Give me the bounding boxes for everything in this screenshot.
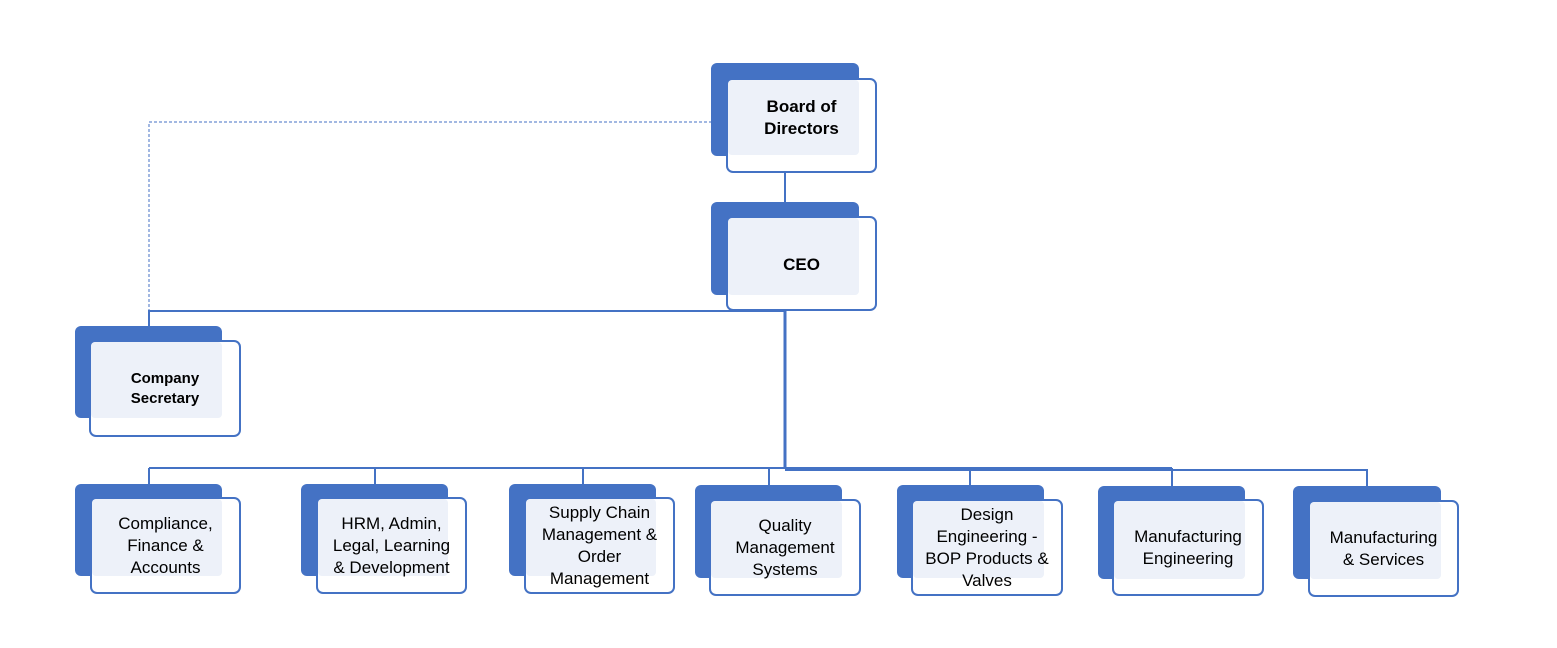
connector-bus-extension [785, 469, 1368, 486]
connector-ceo-secretary [148, 310, 785, 326]
board-of-directors-label: Board of Directors [764, 96, 839, 138]
company-secretary-label: Company Secretary [130, 369, 200, 407]
department-label: Manufacturing Engineering [1134, 526, 1242, 568]
department-label: HRM, Admin, Legal, Learning & Developmen… [332, 513, 451, 577]
department-label: Design Engineering - BOP Products & Valv… [925, 504, 1049, 590]
department-label: Quality Management Systems [735, 515, 835, 579]
ceo-label: CEO [783, 254, 820, 274]
department-label: Compliance, Finance & Accounts [118, 513, 213, 577]
department-label: Supply Chain Management & Order Manageme… [541, 502, 658, 588]
department-label: Manufacturing & Services [1329, 527, 1438, 569]
dashed-connector-board-secretary [148, 121, 712, 326]
